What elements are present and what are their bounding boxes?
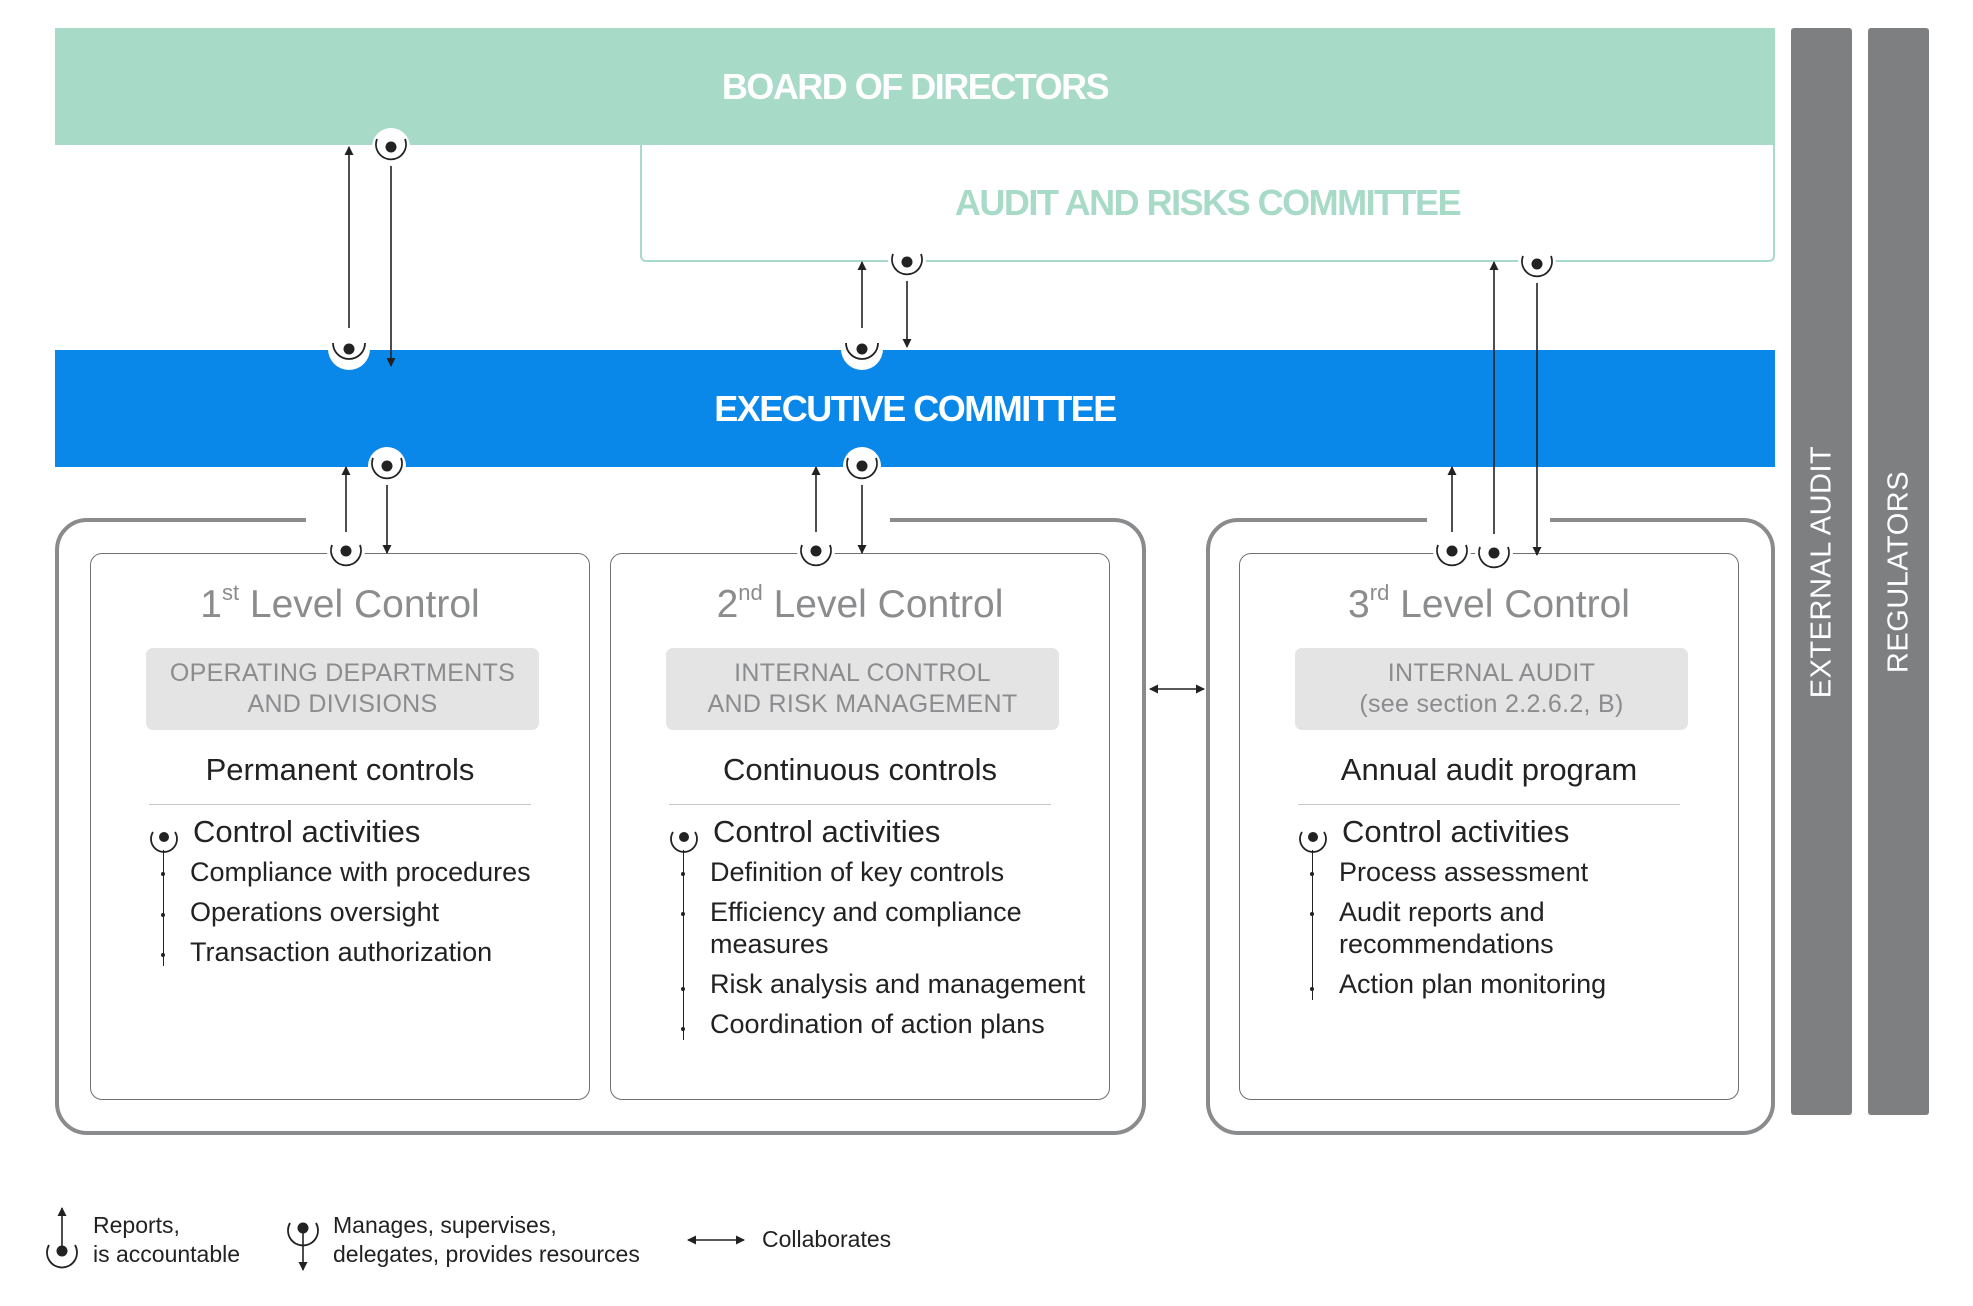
list-item: Audit reports and recommendations bbox=[1339, 897, 1554, 959]
level-2-control-card: 2nd Level Control INTERNAL CONTROL AND R… bbox=[610, 553, 1110, 1100]
list-item: Compliance with procedures bbox=[190, 857, 531, 887]
board-exec-connector bbox=[328, 128, 410, 370]
bullet bbox=[161, 913, 165, 917]
activity-list: Definition of key controls Efficiency an… bbox=[710, 856, 1140, 1048]
org-unit-box: INTERNAL AUDIT (see section 2.2.6.2, B) bbox=[1295, 648, 1688, 730]
legend-line: is accountable bbox=[93, 1241, 241, 1267]
level-title: 3rd Level Control bbox=[1348, 580, 1630, 626]
manages-legend-icon bbox=[287, 1222, 319, 1271]
manage-icon bbox=[670, 831, 698, 853]
control-type: Annual audit program bbox=[1340, 752, 1638, 787]
bullet bbox=[681, 912, 685, 916]
level-title: 1st Level Control bbox=[200, 580, 480, 626]
org-unit-line: OPERATING DEPARTMENTS bbox=[169, 659, 516, 687]
reports-legend-icon bbox=[46, 1207, 78, 1269]
divider bbox=[149, 804, 531, 805]
legend-line: delegates, provides resources bbox=[333, 1241, 640, 1267]
org-unit-box: INTERNAL CONTROL AND RISK MANAGEMENT bbox=[666, 648, 1059, 730]
bullet bbox=[161, 953, 165, 957]
executive-committee-label: EXECUTIVE COMMITTEE bbox=[714, 387, 1117, 429]
exec-level1-connector bbox=[327, 447, 406, 570]
manage-icon bbox=[1299, 831, 1327, 853]
list-item: Risk analysis and management bbox=[710, 969, 1086, 999]
frame-gap bbox=[1427, 514, 1550, 522]
list-item: Operations oversight bbox=[190, 897, 440, 927]
exec-level3-connector bbox=[1433, 466, 1471, 570]
activity-line bbox=[1312, 850, 1313, 1000]
list-item: Efficiency and compliance measures bbox=[710, 897, 1022, 959]
bullet bbox=[1310, 912, 1314, 916]
bullet bbox=[1310, 872, 1314, 876]
bullet bbox=[1310, 987, 1314, 991]
list-item: Process assessment bbox=[1339, 857, 1589, 887]
audit-committee-box: AUDIT AND RISKS COMMITTEE bbox=[640, 145, 1775, 262]
level-1-control-card: 1st Level Control OPERATING DEPARTMENTS … bbox=[90, 553, 590, 1100]
divider bbox=[1298, 804, 1680, 805]
board-label: BOARD OF DIRECTORS bbox=[721, 65, 1110, 107]
external-audit-bar: EXTERNAL AUDIT bbox=[1791, 28, 1852, 1115]
activities-title: Control activities bbox=[193, 814, 421, 849]
org-unit-line: INTERNAL CONTROL bbox=[734, 659, 991, 687]
frame-gap bbox=[306, 514, 890, 522]
legend-line: Manages, supervises, bbox=[333, 1212, 557, 1238]
executive-committee-box: EXECUTIVE COMMITTEE bbox=[55, 350, 1775, 467]
activity-list: Process assessment Audit reports and rec… bbox=[1339, 856, 1769, 1008]
legend-reports: Reports, is accountable bbox=[93, 1211, 240, 1269]
activity-line bbox=[683, 850, 684, 1040]
exec-level2-connector bbox=[797, 447, 881, 570]
audit-level3-connector bbox=[1475, 245, 1556, 572]
org-unit-line: INTERNAL AUDIT bbox=[1387, 659, 1596, 687]
legend-line: Reports, bbox=[93, 1212, 180, 1238]
activity-list: Compliance with procedures Operations ov… bbox=[190, 856, 620, 976]
control-type: Permanent controls bbox=[205, 752, 475, 787]
audit-committee-label: AUDIT AND RISKS COMMITTEE bbox=[954, 181, 1462, 223]
list-item: Coordination of action plans bbox=[710, 1009, 1045, 1039]
list-item: Definition of key controls bbox=[710, 857, 1005, 887]
activities-title: Control activities bbox=[1342, 814, 1570, 849]
audit-exec-connector bbox=[841, 243, 926, 370]
legend-manages: Manages, supervises, delegates, provides… bbox=[333, 1211, 640, 1269]
org-unit-box: OPERATING DEPARTMENTS AND DIVISIONS bbox=[146, 648, 539, 730]
bullet bbox=[681, 1027, 685, 1031]
bullet bbox=[681, 987, 685, 991]
activities-title: Control activities bbox=[713, 814, 941, 849]
org-unit-line: AND RISK MANAGEMENT bbox=[707, 690, 1018, 718]
list-item: Action plan monitoring bbox=[1339, 969, 1607, 999]
level-title: 2nd Level Control bbox=[716, 580, 1004, 626]
bullet bbox=[681, 872, 685, 876]
regulators-bar: REGULATORS bbox=[1868, 28, 1929, 1115]
list-item: Transaction authorization bbox=[190, 937, 493, 967]
board-of-directors-box: BOARD OF DIRECTORS bbox=[55, 28, 1775, 145]
org-unit-line: AND DIVISIONS bbox=[247, 690, 438, 718]
divider bbox=[669, 804, 1051, 805]
activity-line bbox=[163, 850, 164, 966]
org-unit-line: (see section 2.2.6.2, B) bbox=[1359, 690, 1624, 718]
legend-collaborates: Collaborates bbox=[762, 1226, 892, 1252]
manage-icon bbox=[150, 831, 178, 853]
control-type: Continuous controls bbox=[723, 752, 997, 787]
bullet bbox=[161, 872, 165, 876]
